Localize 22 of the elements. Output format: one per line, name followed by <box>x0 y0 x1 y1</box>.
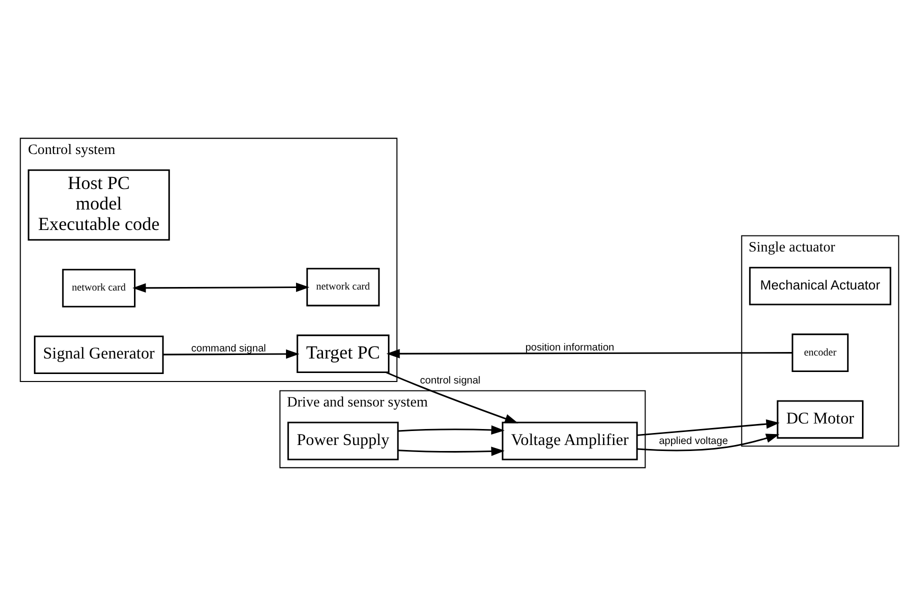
node-box: encoder <box>792 334 849 372</box>
arrow <box>386 372 518 424</box>
node-box: network card <box>62 268 136 308</box>
node-box: Host PC model Executable code <box>28 169 170 241</box>
arrow <box>386 348 792 358</box>
arrow <box>636 419 780 436</box>
node-box: Mechanical Actuator <box>749 266 892 306</box>
arrow <box>398 446 505 456</box>
edge-label: position information <box>525 342 614 354</box>
node-box: Voltage Amplifier <box>502 422 638 460</box>
node-box: Signal Generator <box>34 336 164 374</box>
edge-label: command signal <box>191 344 266 355</box>
arrow <box>132 282 310 293</box>
arrow <box>163 349 300 359</box>
edge-label: control signal <box>420 376 480 387</box>
node-box: network card <box>306 268 380 306</box>
node-box: DC Motor <box>776 400 864 439</box>
node-box: Target PC <box>296 334 390 374</box>
arrow <box>398 425 505 435</box>
node-box: Power Supply <box>287 422 399 460</box>
edge-label: applied voltage <box>658 436 728 448</box>
arrow <box>637 434 780 452</box>
